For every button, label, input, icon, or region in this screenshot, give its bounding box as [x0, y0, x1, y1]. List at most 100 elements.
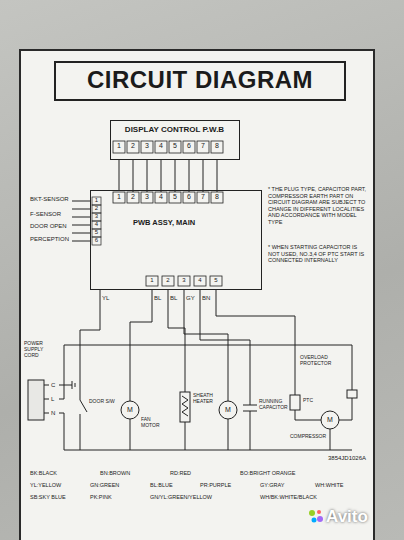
pin-number: 2 — [162, 277, 174, 284]
board-title: PWB ASSY, MAIN — [133, 219, 195, 228]
pin-box — [155, 141, 167, 153]
color-code: YL:YELLOW — [30, 482, 61, 488]
main-board-box: PWB ASSY, MAIN — [90, 190, 262, 290]
sticker-label — [20, 50, 374, 540]
color-code: BN:BROWN — [100, 470, 130, 476]
pin-number: 1 — [146, 277, 158, 284]
schematic-wires — [44, 385, 49, 413]
pin-box — [211, 192, 223, 203]
pin-box — [113, 192, 125, 203]
display-board-box: DISPLAY CONTROL P.W.B — [110, 120, 240, 160]
schematic-wires — [59, 345, 352, 399]
color-code: WH/BK:WHITE/BLACK — [260, 494, 317, 500]
sensor-name: PERCEPTION — [30, 236, 69, 243]
pin-box — [197, 141, 209, 153]
schematic-wires — [80, 414, 81, 450]
pin-number: 5 — [210, 277, 222, 284]
color-code: GN:GREEN — [90, 482, 119, 488]
pin-box — [141, 141, 153, 153]
component-symbols — [28, 380, 44, 420]
terminal-letter: L — [51, 396, 54, 403]
pin-number: 7 — [197, 193, 209, 201]
bundle-wire — [217, 160, 218, 192]
motor-symbol-letter: M — [324, 416, 336, 424]
pin-box — [146, 276, 158, 286]
color-code: GY:GRAY — [260, 482, 284, 488]
schematic-wires — [59, 413, 352, 450]
watermark: Avito — [326, 507, 368, 527]
wire-color: GY — [186, 295, 195, 302]
component-symbols — [121, 401, 139, 419]
pin-number: 4 — [194, 277, 206, 284]
part-name: SHEATH HEATER — [193, 392, 215, 404]
schematic-wires — [59, 381, 75, 389]
wire-color: YL — [102, 295, 109, 302]
pin-box — [92, 221, 101, 229]
terminal-letter: N — [51, 410, 55, 417]
pin-box — [113, 141, 125, 153]
pin-number: 4 — [92, 221, 101, 228]
schematic-wires — [80, 400, 87, 412]
motor-symbol-letter: M — [222, 406, 234, 414]
schematic-wires — [216, 290, 295, 395]
color-code: WH:WHITE — [315, 482, 343, 488]
component-symbols — [182, 396, 188, 416]
pin-number: 1 — [92, 197, 101, 204]
component-symbols — [290, 395, 300, 410]
pin-box — [92, 197, 101, 205]
bundle-wire — [189, 160, 190, 192]
wire-color: BL — [154, 295, 161, 302]
pin-box — [155, 192, 167, 203]
pin-number: 6 — [92, 237, 101, 244]
bundle-wire — [133, 160, 134, 192]
pin-box — [197, 192, 209, 203]
part-name: OVERLOAD PROTECTOR — [300, 354, 346, 366]
pin-number: 3 — [178, 277, 190, 284]
pin-number: 7 — [197, 142, 209, 150]
component-symbols — [180, 392, 190, 422]
pin-box — [92, 229, 101, 237]
sensor-name: BKT-SENSOR — [30, 196, 69, 203]
pin-box — [92, 213, 101, 221]
schematic-wires — [330, 429, 331, 450]
pin-number: 3 — [92, 213, 101, 220]
pin-box — [141, 192, 153, 203]
schematic-wires — [228, 419, 229, 450]
board-title: DISPLAY CONTROL P.W.B — [125, 125, 224, 134]
part-name: PTC — [303, 397, 313, 403]
pin-box — [169, 192, 181, 203]
schematic-wires — [339, 345, 352, 420]
schematic-wires — [130, 419, 131, 450]
avito-dots — [309, 510, 323, 523]
schematic-wires — [185, 422, 186, 450]
pin-box — [183, 141, 195, 153]
pin-box — [169, 141, 181, 153]
avito-dots — [309, 510, 315, 516]
pin-number: 5 — [92, 229, 101, 236]
bundle-wire — [147, 160, 148, 192]
part-name: RUNNING CAPACITOR — [259, 398, 289, 410]
bundle-wire — [119, 160, 120, 190]
sensor-name: DOOR OPEN — [30, 223, 67, 230]
pin-box — [210, 276, 222, 286]
color-code: PR:PURPLE — [200, 482, 231, 488]
pin-number: 4 — [155, 193, 167, 201]
component-symbols — [321, 411, 339, 429]
wire-color: BN — [202, 295, 210, 302]
pin-number: 2 — [92, 205, 101, 212]
pin-number: 3 — [141, 193, 153, 201]
avito-dots — [317, 516, 323, 522]
bundle-wire — [175, 160, 176, 192]
color-code: SB:SKY BLUE — [30, 494, 66, 500]
color-code: GN/YL:GREEN/YELLOW — [150, 494, 212, 500]
pin-box — [92, 205, 101, 213]
pin-number: 1 — [113, 193, 125, 201]
pin-number: 1 — [113, 142, 125, 150]
pin-box — [162, 276, 174, 286]
diagram-title: CIRCUIT DIAGRAM — [55, 66, 345, 94]
pin-number: 8 — [211, 193, 223, 201]
pin-number: 2 — [127, 142, 139, 150]
sticker-label — [55, 62, 345, 100]
note-text: * THE PLUG TYPE, CAPACITOR PART, COMPRES… — [268, 186, 368, 226]
